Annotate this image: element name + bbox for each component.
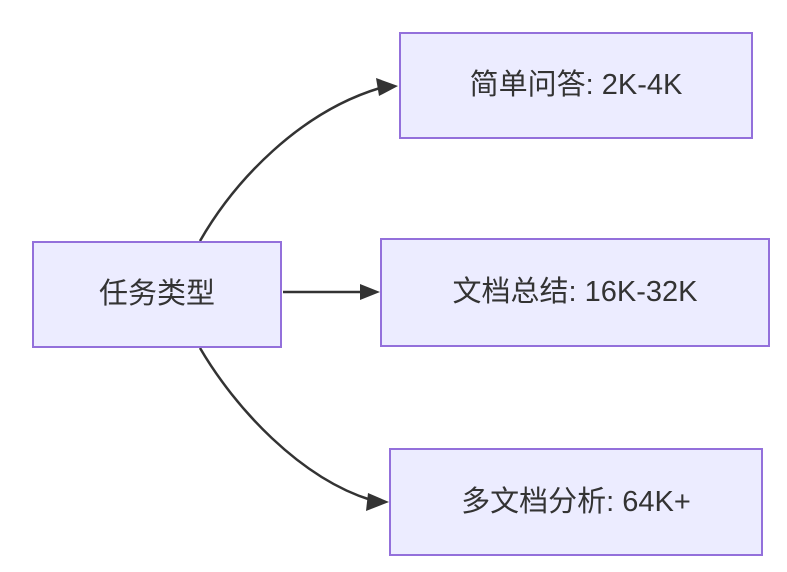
node-doc-summary: 文档总结: 16K-32K: [380, 238, 770, 347]
edge-task-type-to-multi-doc: [198, 347, 389, 511]
node-multi-doc-label: 多文档分析: 64K+: [461, 485, 691, 518]
edge-line: [198, 347, 372, 502]
node-task-type: 任务类型: [32, 241, 282, 348]
node-simple-qa: 简单问答: 2K-4K: [399, 32, 753, 139]
edge-line: [198, 86, 381, 242]
node-simple-qa-label: 简单问答: 2K-4K: [469, 69, 683, 102]
arrowhead-icon: [366, 493, 389, 511]
edge-task-type-to-simple-qa: [198, 78, 398, 242]
arrowhead-icon: [376, 78, 398, 96]
node-multi-doc: 多文档分析: 64K+: [389, 448, 763, 556]
edge-task-type-to-doc-summary: [283, 284, 380, 300]
node-doc-summary-label: 文档总结: 16K-32K: [452, 276, 698, 309]
arrowhead-icon: [360, 284, 380, 300]
node-task-type-label: 任务类型: [98, 278, 215, 311]
